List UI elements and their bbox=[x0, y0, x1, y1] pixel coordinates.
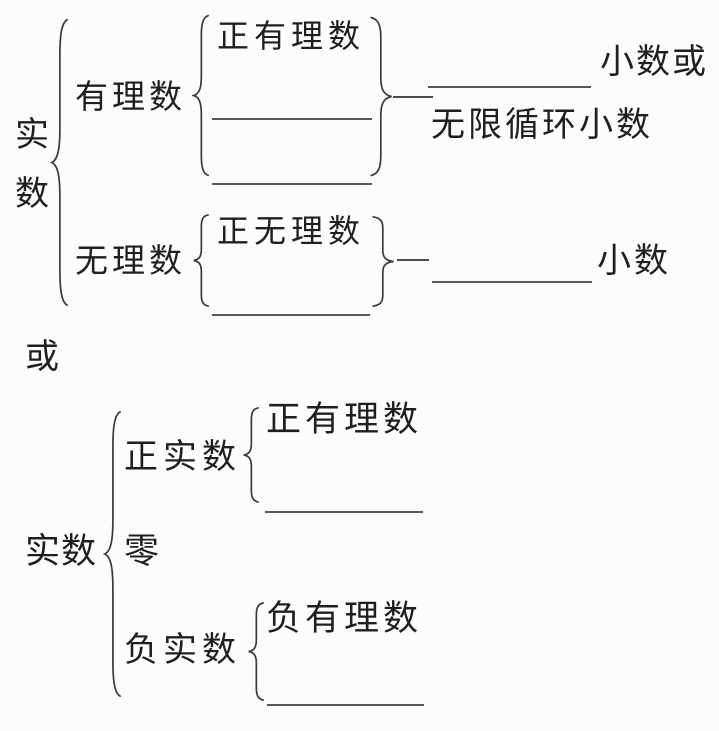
fill-in-blank-line bbox=[212, 118, 372, 120]
fill-in-blank-line bbox=[265, 511, 423, 513]
bottom-root-label: 实数 bbox=[25, 532, 98, 571]
item-positive-rational: 正有理数 bbox=[217, 18, 366, 54]
connector-dash bbox=[397, 259, 429, 261]
irrational-branch-label: 无理数 bbox=[75, 244, 186, 280]
rational-closing-brace bbox=[370, 16, 394, 177]
positive-real-items-brace bbox=[242, 407, 259, 503]
rational-branch-label: 有理数 bbox=[75, 80, 186, 116]
rational-items-brace bbox=[192, 14, 209, 177]
top-main-brace bbox=[50, 17, 68, 308]
or-connector-label: 或 bbox=[25, 339, 59, 376]
item-negative-rational: 负有理数 bbox=[266, 599, 423, 638]
rational-result-text-line2: 无限循环小数 bbox=[431, 107, 653, 144]
left-brace-icon bbox=[103, 409, 121, 699]
item-positive-rational-bottom: 正有理数 bbox=[266, 400, 423, 439]
negative-real-branch-label: 负实数 bbox=[124, 632, 241, 669]
fill-in-blank-line bbox=[267, 704, 424, 706]
left-brace-icon bbox=[242, 407, 259, 503]
zero-branch-label: 零 bbox=[124, 532, 160, 571]
irrational-closing-brace bbox=[372, 216, 396, 307]
fill-in-blank-line bbox=[212, 183, 372, 185]
item-positive-irrational: 正无理数 bbox=[217, 213, 366, 249]
positive-real-branch-label: 正实数 bbox=[124, 439, 241, 476]
connector-dash bbox=[393, 96, 433, 98]
right-brace-icon bbox=[370, 16, 394, 177]
negative-real-items-brace bbox=[247, 602, 264, 701]
irrational-items-brace bbox=[192, 214, 209, 307]
left-brace-icon bbox=[247, 602, 264, 701]
left-brace-icon bbox=[192, 14, 209, 177]
fill-in-blank-line bbox=[212, 314, 370, 316]
left-brace-icon bbox=[192, 214, 209, 307]
bottom-main-brace bbox=[103, 409, 121, 699]
fill-in-blank-line bbox=[428, 86, 591, 88]
top-root-label: 实数 bbox=[15, 117, 49, 213]
irrational-result-text: 小数 bbox=[597, 243, 671, 280]
right-brace-icon bbox=[372, 216, 396, 307]
rational-result-text-line1: 小数或 bbox=[600, 44, 708, 81]
fill-in-blank-line bbox=[432, 281, 592, 283]
left-brace-icon bbox=[50, 17, 68, 308]
